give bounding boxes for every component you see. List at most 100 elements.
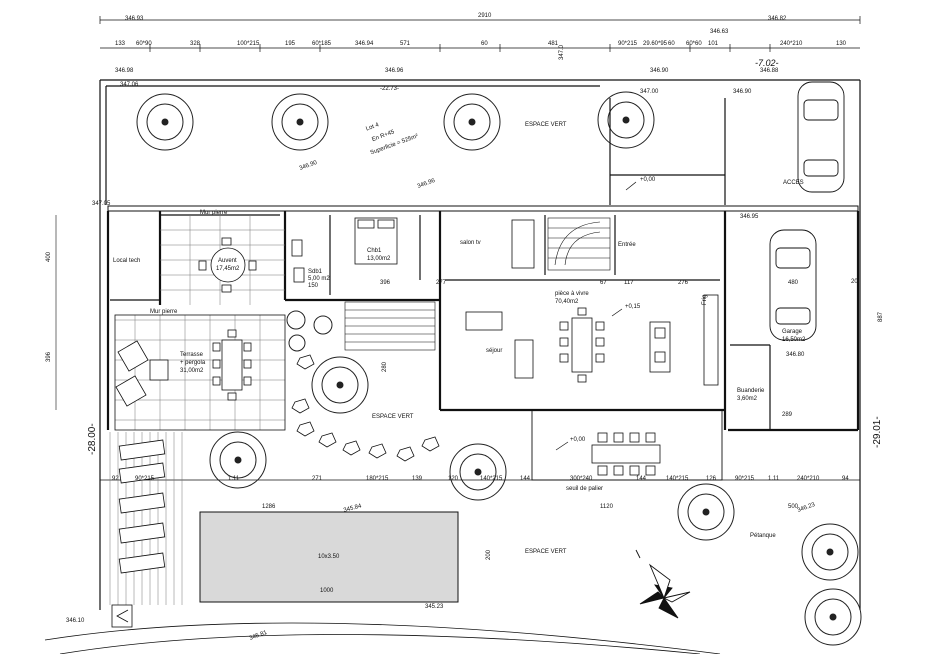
side-level-right: -29.01- — [872, 416, 883, 448]
neg-mid: -22.73- — [380, 86, 399, 92]
dim-top-12: 29.60*95 — [643, 41, 668, 47]
room-dim-0: 396 — [380, 280, 391, 286]
dim-top-5: 60*185 — [312, 41, 332, 47]
kitchen-counter — [703, 294, 719, 386]
bottom-row-dimensions: 92 90*215 1.11 271 180*215 139 120 140*2… — [112, 476, 849, 482]
dim-bot-16: 94 — [842, 476, 849, 482]
dim-top-11: 90*215 — [618, 41, 638, 47]
level-left-side: 347.05 — [92, 201, 111, 207]
tree-icon — [449, 443, 507, 501]
tree-icon — [597, 91, 655, 149]
stepping-stones — [291, 354, 440, 462]
level-right: 346.88 — [760, 68, 779, 74]
bed — [354, 217, 398, 265]
dim-bot-8: 144 — [520, 476, 531, 482]
tree-icon — [801, 523, 859, 581]
level-mid: 346.96 — [385, 68, 404, 74]
terrace-note: seuil de palier — [566, 486, 603, 492]
dim-bot-10: 144 — [636, 476, 647, 482]
dim-bot-5: 139 — [412, 476, 423, 482]
green-space-top: ESPACE VERT — [525, 122, 567, 128]
room-sejour: séjour — [486, 348, 502, 354]
dim-top-2: 328 — [190, 41, 201, 47]
sun-loungers — [118, 439, 166, 574]
pool-level-a: 345.84 — [343, 503, 363, 514]
tree-icon — [804, 588, 862, 646]
terrace-table — [115, 329, 252, 407]
dim-top-15: 101 — [708, 41, 719, 47]
dim-bot-14: 1.11 — [768, 476, 780, 482]
road-edge — [44, 622, 721, 654]
dim-bot-0: 92 — [112, 476, 119, 482]
shrub-icon — [286, 310, 333, 352]
trees — [136, 91, 862, 646]
room-piece-area: 70,40m2 — [555, 299, 579, 305]
pool-label: 10x3.50 — [318, 554, 340, 560]
room-buanderie-area: 3,60m2 — [737, 396, 758, 402]
room-piece-name: pièce à vivre — [555, 291, 589, 297]
dim-top-total: 2910 — [478, 13, 492, 19]
room-entree: Entrée — [618, 242, 636, 248]
dim-top-4: 195 — [285, 41, 296, 47]
room-dim-4: 67 — [600, 280, 607, 286]
room-terrasse-area: 31,00m2 — [180, 368, 204, 374]
car-icon — [769, 229, 817, 341]
room-chambre-area: 13,00m2 — [367, 256, 391, 262]
dim-top-1: 60*90 — [136, 41, 152, 47]
right-dim: 887 — [878, 311, 884, 322]
vert-small: 280 — [382, 361, 388, 372]
auvent-table — [198, 237, 257, 293]
terrace-south — [531, 409, 723, 481]
dim-bot-4: 180*215 — [366, 476, 389, 482]
room-dim-2: 480 — [788, 280, 799, 286]
level-garage-lower: 346.80 — [786, 352, 805, 358]
lot-level: 347.00 — [640, 89, 659, 95]
room-dim-6: 289 — [782, 412, 793, 418]
tree-icon — [311, 356, 369, 414]
pool-length-dim: 1286 — [262, 504, 276, 510]
room-dim-5: 276 — [678, 280, 689, 286]
garden-right-dim: 500 — [788, 504, 799, 510]
room-dim-3: 117 — [624, 280, 634, 286]
top-dimension-lines — [100, 19, 860, 481]
room-sdb-area: 5,00 m2 — [308, 276, 330, 282]
tree-icon — [677, 483, 735, 541]
room-terrasse-sub: + pergola — [180, 360, 206, 366]
side-level-left: -28.00- — [87, 423, 98, 455]
pool-deck — [109, 432, 183, 605]
house-walls — [106, 205, 860, 432]
sofas — [465, 219, 671, 379]
pool-depth: 200 — [486, 549, 492, 560]
level-terrace: +0,00 — [570, 437, 586, 443]
level-rs: 346.95 — [740, 214, 759, 220]
compass-icon — [635, 549, 691, 619]
level-main-floor: +0,15 — [625, 304, 641, 310]
dim-top-9: 481 — [548, 41, 559, 47]
dim-top-10: 347.0 — [559, 44, 565, 60]
dim-bot-11: 140*215 — [666, 476, 689, 482]
dim-bot-6: 120 — [448, 476, 459, 482]
left-dim-1: 400 — [46, 251, 52, 262]
room-garage-area: 16,50m2 — [782, 337, 806, 343]
tree-icon — [136, 93, 194, 151]
top-row-dimensions: 133 60*90 328 100*215 195 60*185 346.94 … — [115, 41, 847, 60]
bottom-left-level: 346.10 — [66, 618, 85, 624]
terrace-length: 1120 — [600, 504, 614, 510]
dim-top-13: 60 — [668, 41, 675, 47]
terrace-outline — [114, 314, 286, 431]
room-chambre-name: Chb1 — [367, 248, 382, 254]
level-left-inner: 347.06 — [120, 82, 139, 88]
dining-table — [559, 307, 605, 383]
room-sdb-name: Sdb1 — [308, 269, 323, 275]
frig-label: Frig — [702, 295, 708, 305]
dim-bot-3: 271 — [312, 476, 323, 482]
dim-bot-1: 90*215 — [135, 476, 155, 482]
pool-bottom-dim: 1000 — [320, 588, 334, 594]
dim-top-8: 60 — [481, 41, 488, 47]
dim-bot-7: 140*215 — [480, 476, 503, 482]
dim-top-16: 240*210 — [780, 41, 803, 47]
entry-arrow-icon — [111, 604, 133, 628]
dim-top-17: 130 — [836, 41, 847, 47]
muret-pierre-label: Mur pierre — [200, 210, 228, 216]
